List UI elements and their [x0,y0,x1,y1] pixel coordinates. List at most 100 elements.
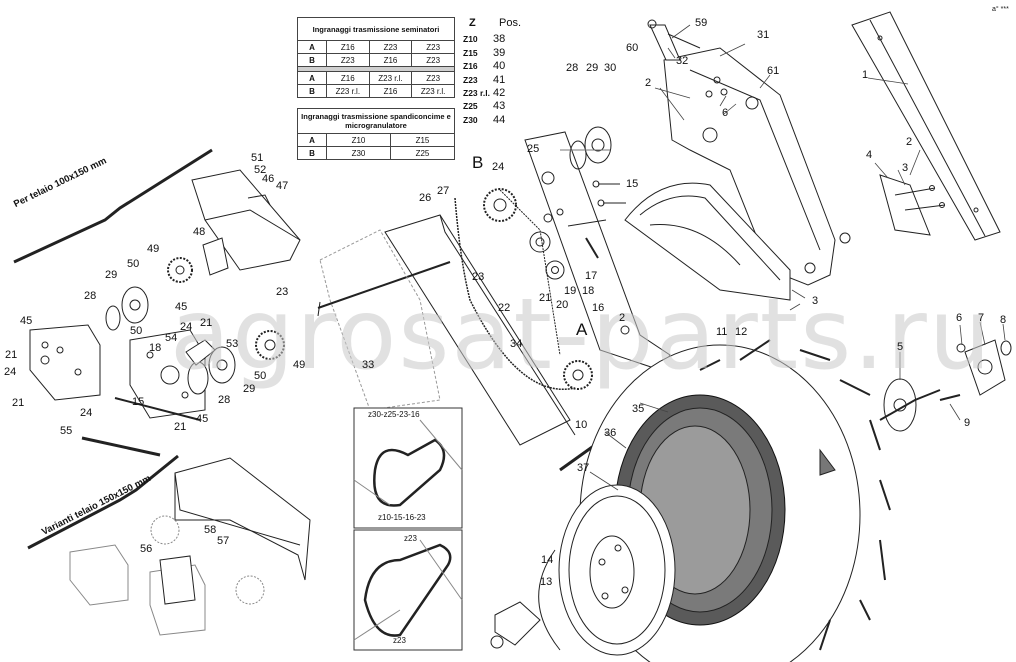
table-row: A Z16 Z23 Z23 [297,40,455,54]
part-label: 28 [218,394,231,406]
inset-note-middle: z10-15-16-23 [378,513,426,522]
part-label: 48 [193,226,206,238]
center-plate-25 [524,131,671,371]
table-cell: B [297,146,327,160]
part-label: 32 [676,55,689,67]
part-label: 27 [437,185,450,197]
bearings-left [105,286,236,395]
ghost-housing-33 [319,229,441,411]
table-row: B Z23 Z16 Z23 [297,53,455,67]
z-value: Z30 [463,114,478,125]
part-label: 24 [4,366,17,378]
part-label: 17 [585,270,598,282]
gears-49 [167,257,285,360]
part-label: 6 [722,107,729,119]
table-cell: A [297,40,327,54]
rim-37 [558,484,676,656]
inset-note-lower-top: z23 [404,534,417,543]
part-label: 15 [626,178,639,190]
part-label: 7 [978,312,985,324]
part-label: 14 [541,554,554,566]
frame-beam-1 [851,11,1001,241]
bolts-15 [592,180,626,207]
inset-box-bottom [353,529,463,651]
table-row: A Z10 Z15 [297,133,456,147]
part-label: 2 [906,136,913,148]
tensioner-53 [185,339,216,366]
z-header: Z [469,17,476,29]
title-line: Ingranaggi trasmissione spandiconcime e [301,112,451,121]
gear-table-seeders-title: Ingranaggi trasmissione seminatori [297,17,455,41]
table-cell: Z15 [389,133,456,147]
part-label: 13 [540,576,553,588]
z-value: Z25 [463,101,478,112]
part-label: 45 [20,315,33,327]
table-cell: B [297,84,327,98]
part-label: 8 [1000,314,1007,326]
part-label: 28 [84,290,97,302]
table-row: B Z30 Z25 [297,146,456,160]
table-cell: Z23 [326,53,370,67]
table-cell: Z16 [326,71,370,85]
shaft-15 [114,397,201,421]
part-label: 21 [200,317,213,329]
part-label: 3 [812,295,819,307]
section-stroke-150 [27,454,179,550]
part-label: 5 [897,341,904,353]
ring-8 [1000,340,1012,356]
part-label: 16 [592,302,605,314]
part-label: 47 [276,180,289,192]
part-label: 30 [604,62,617,74]
letter-b: B [472,153,484,172]
part-label: 60 [626,42,639,54]
inset-note-lower-bottom: z23 [393,636,406,645]
part-label: 35 [632,403,645,415]
nut-60 [647,19,657,29]
part-label: 28 [566,62,579,74]
table-cell: Z23 r.l. [368,71,413,85]
part-label: 21 [5,349,18,361]
part-label: 19 [564,285,577,297]
table-row: Z23 r.l.42 [463,87,529,100]
idlers [529,208,607,280]
table-row: B Z23 r.l. Z16 Z23 r.l. [297,84,455,98]
table-cell: A [297,133,327,147]
watermark: agrosat-parts.ru [170,278,993,392]
bracket-48 [202,237,229,276]
chain-23 [499,189,561,356]
part-label: 50 [127,258,140,270]
part-label: 24 [80,407,93,419]
section-stroke-100 [13,148,213,264]
inset-box-top [353,407,463,529]
rim-edge [538,549,561,651]
part-label: 18 [582,285,595,297]
part-label: 53 [226,338,239,350]
leader-lines [589,24,1006,491]
table-cell: Z25 [389,146,456,160]
z-value: Z16 [463,61,478,72]
part-label: 45 [175,301,188,313]
part-label: 11 [716,326,728,338]
part-label: 50 [130,325,143,337]
part-label: 33 [362,359,375,371]
part-label: 12 [735,326,748,338]
gear-table-spreader: Ingranaggi trasmissione spandiconcime e … [297,108,456,160]
part-label: 58 [204,524,217,536]
scraper-3 [624,182,791,301]
frame-57 [174,457,311,581]
pos-header: Pos. [499,17,522,29]
title-line: microgranulatore [345,121,407,130]
bearing-28 [569,126,612,170]
ring-bottom [490,635,504,649]
bracket-60 [649,24,681,61]
part-label: 29 [586,62,599,74]
part-label: 50 [254,370,267,382]
part-label: 51 [251,152,264,164]
part-label: 59 [695,17,708,29]
table-cell: Z23 [411,40,455,54]
